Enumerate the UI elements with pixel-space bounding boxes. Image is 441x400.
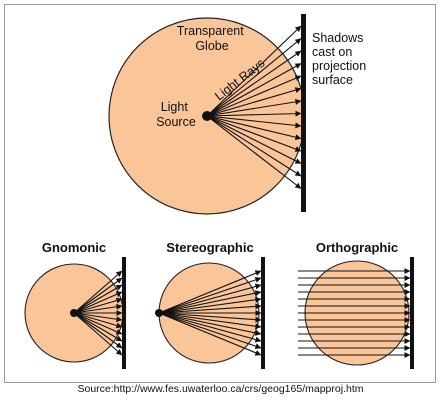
stereographic-projection: Stereographic [155,240,265,369]
gnomonic-projection: Gnomonic [24,240,126,369]
gnomonic-ray-3 [73,284,123,314]
light-ray-3 [206,50,302,117]
light-source-point [202,111,212,121]
gnomonic-ray-11 [73,312,123,342]
light-source-label: Light Source [156,100,196,129]
gnomonic-ray-4 [73,291,123,314]
light-ray-9 [206,115,302,129]
stereographic-ray-3 [158,283,262,314]
stereographic-title: Stereographic [166,240,253,255]
stereographic-ray-2 [158,276,262,314]
stereographic-light-source [155,309,163,317]
gnomonic-ray-9 [73,312,123,329]
gnomonic-title: Gnomonic [42,240,106,255]
orthographic-surface [410,257,414,369]
stereographic-ray-11 [158,312,262,343]
light-rays [206,25,302,189]
stereographic-ray-10 [158,312,262,336]
light-ray-8 [206,110,302,117]
stereographic-ray-9 [158,312,262,330]
gnomonic-ray-2 [73,277,123,314]
light-ray-6 [206,87,302,117]
light-ray-11 [206,115,302,152]
orthographic-projection: Orthographic [298,240,414,369]
orthographic-title: Orthographic [316,240,398,255]
orthographic-rays [298,268,411,358]
gnomonic-rays [73,270,123,356]
light-ray-10 [206,115,302,141]
light-ray-2 [206,38,302,117]
gnomonic-ray-8 [73,312,123,323]
gnomonic-ray-1 [73,270,123,314]
gnomonic-ray-12 [73,312,123,349]
light-ray-1 [206,25,302,117]
stereographic-ray-8 [158,312,262,323]
gnomonic-ray-13 [73,312,123,356]
main-diagram: Transparent Globe Light Rays Light Sourc… [108,14,370,215]
gnomonic-surface [122,257,126,369]
light-ray-7 [206,98,302,117]
light-ray-12 [206,115,302,164]
gnomonic-ray-10 [73,312,123,335]
projection-surface [301,14,306,212]
stereographic-rays [158,270,262,356]
gnomonic-ray-6 [73,303,123,314]
stereographic-ray-6 [158,303,262,314]
light-ray-14 [206,115,302,189]
stereographic-ray-1 [158,270,262,314]
shadows-label: Shadows cast on projection surface [312,31,370,87]
gnomonic-ray-5 [73,297,123,314]
stereographic-surface [261,257,265,369]
light-ray-5 [206,75,302,117]
globe-label: Transparent Globe [177,24,247,53]
source-caption: Source:http://www.fes.uwaterloo.ca/crs/g… [77,383,364,395]
stereographic-ray-4 [158,290,262,314]
light-ray-4 [206,63,302,117]
stereographic-ray-13 [158,312,262,356]
gnomonic-light-source [70,309,78,317]
stereographic-ray-5 [158,296,262,314]
light-ray-13 [206,115,302,177]
stereographic-ray-12 [158,312,262,350]
